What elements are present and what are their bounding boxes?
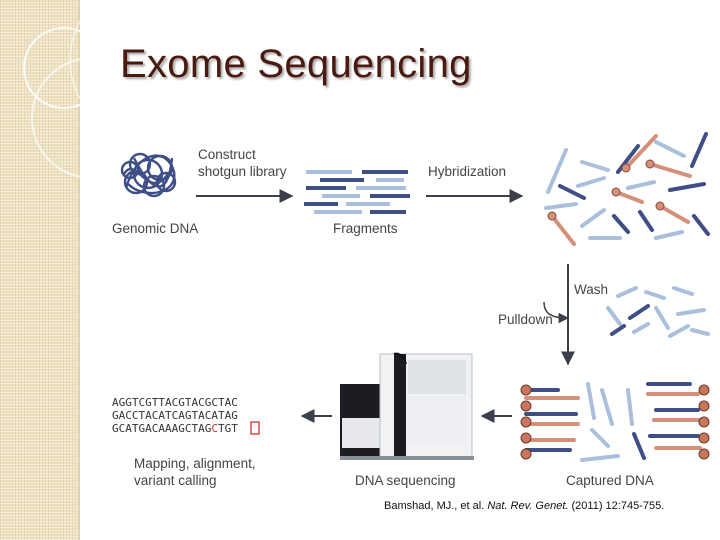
fragments-label: Fragments (333, 221, 398, 236)
citation-journal: Nat. Rev. Genet. (487, 500, 569, 512)
slide-title: Exome Sequencing (120, 42, 472, 86)
citation-authors: Bamshad, MJ., et al. (384, 500, 485, 512)
pulldown-label: Pulldown (498, 312, 553, 327)
sidebar-edge (78, 0, 80, 540)
sequence-read-1: AGGTCGTTACGTACGCTAC (112, 396, 238, 409)
captured-dna-icon (520, 382, 710, 462)
mapping-label-line2: variant calling (134, 473, 217, 488)
sequence-read-3-after: TGT (218, 422, 238, 435)
construct-label-line1: Construct (198, 147, 256, 162)
variant-base: C (211, 422, 218, 435)
hybridization-mix-icon (544, 132, 710, 246)
sequence-read-3: GCATGACAAAGCTAGCTGT (112, 422, 238, 435)
washed-fragments-icon (606, 286, 710, 338)
construct-label-line2: shotgun library (198, 164, 287, 179)
sidebar-texture (0, 0, 78, 540)
genomic-dna-icon (120, 152, 177, 198)
wash-label: Wash (574, 282, 608, 297)
genomic-dna-label: Genomic DNA (112, 221, 198, 236)
exome-sequencing-figure: Genomic DNA Construct shotgun library Fr… (108, 128, 712, 496)
fragments-icon (304, 170, 410, 214)
citation: Bamshad, MJ., et al. Nat. Rev. Genet. (2… (384, 500, 664, 512)
sequence-read-3-before: GCATGACAAAGCTAG (112, 422, 211, 435)
workflow-diagram: Genomic DNA Construct shotgun library Fr… (108, 128, 712, 496)
captured-dna-label: Captured DNA (566, 473, 654, 488)
hybridization-label: Hybridization (428, 164, 506, 179)
mapping-label-line1: Mapping, alignment, (134, 456, 256, 471)
wash-curve-arrow (543, 301, 570, 324)
citation-details: (2011) 12:745-755. (571, 500, 665, 512)
sequence-read-2: GACCTACATCAGTACATAG (112, 409, 238, 422)
dna-sequencing-label: DNA sequencing (355, 473, 456, 488)
variant-highlight-box (250, 421, 260, 435)
sequencer-machine-icon (340, 352, 474, 460)
